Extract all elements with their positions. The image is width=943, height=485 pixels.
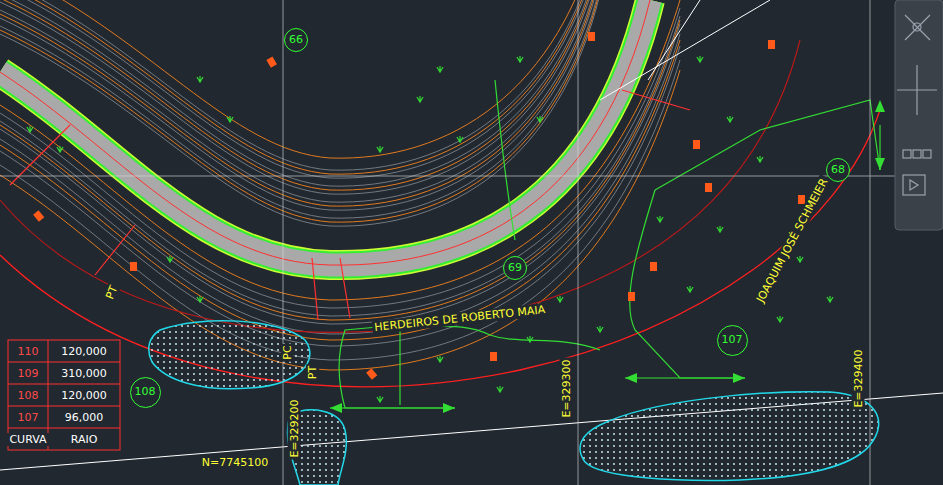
table-cell: 120,000 xyxy=(59,389,109,402)
callout-number: 66 xyxy=(289,34,303,46)
table-cell: 96,000 xyxy=(63,411,106,424)
table-cell: 108 xyxy=(16,389,41,402)
callout-circle: 69 xyxy=(503,256,527,280)
curve-point: PT xyxy=(103,282,122,303)
table-cell: 110 xyxy=(16,345,41,358)
curve-point: PT xyxy=(306,363,319,380)
callout-circle: 68 xyxy=(826,158,850,182)
callout-circle: 108 xyxy=(130,377,161,408)
grid-coordinate: N=7745100 xyxy=(200,456,270,469)
grid-coordinate: E=329200 xyxy=(287,397,300,459)
grid-coordinate: E=329400 xyxy=(851,347,864,409)
callout-number: 68 xyxy=(831,164,845,176)
table-cell: 109 xyxy=(16,367,41,380)
table-cell: 107 xyxy=(16,411,41,424)
callout-circle: 107 xyxy=(717,325,748,356)
table-header: RAIO xyxy=(69,433,100,446)
curve-point: PC xyxy=(280,343,293,361)
owner-name: HERDEIROS DE ROBERTO MAIA xyxy=(372,302,548,333)
table-cell: 120,000 xyxy=(59,345,109,358)
callout-number: 107 xyxy=(722,334,743,346)
table-header: CURVA xyxy=(7,433,48,446)
grid-coordinate: E=329300 xyxy=(559,357,572,419)
table-cell: 310,000 xyxy=(59,367,109,380)
callout-circle: 66 xyxy=(284,28,308,52)
callout-number: 69 xyxy=(508,262,522,274)
callout-number: 108 xyxy=(135,386,156,398)
owner-name: JOAQUIM JOSÉ SCHMEIER xyxy=(753,174,831,306)
